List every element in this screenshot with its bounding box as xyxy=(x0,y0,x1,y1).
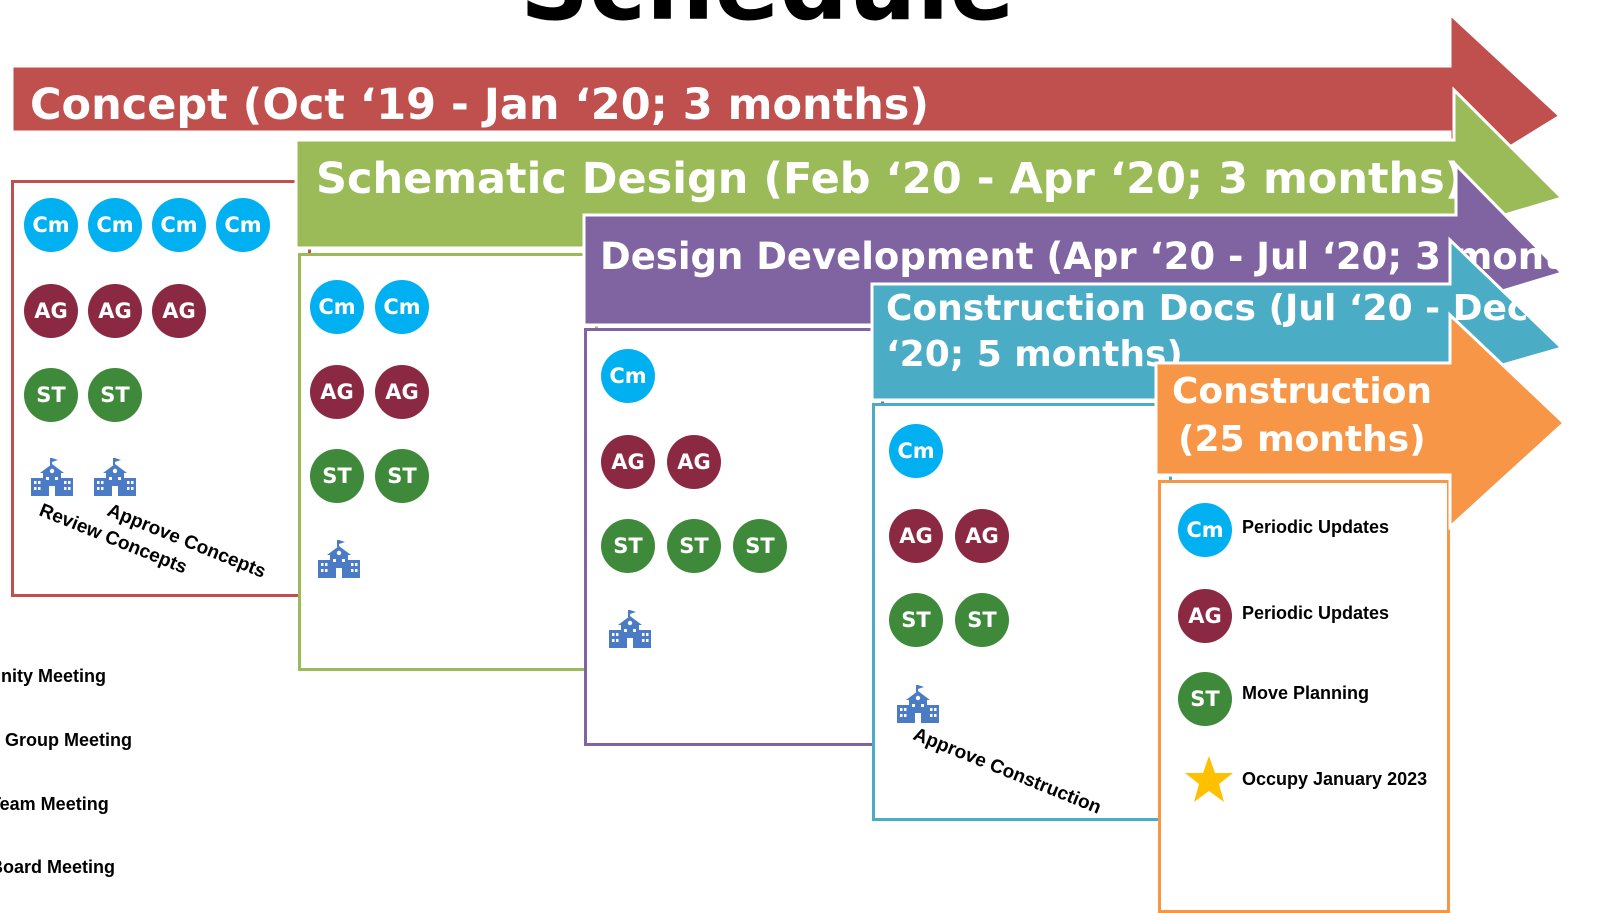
ag-badge: AG xyxy=(889,509,943,563)
st-badge: ST xyxy=(889,593,943,647)
legend-board-meeting: Board Meeting xyxy=(0,857,116,877)
legend-community-meeting: unity Meeting xyxy=(0,666,106,686)
school-icon xyxy=(94,458,136,496)
construction-label-line2: (25 months) xyxy=(1178,419,1426,460)
star-icon xyxy=(1185,756,1233,802)
st-badge: ST xyxy=(1178,672,1232,726)
ag-badge: AG xyxy=(375,365,429,419)
st-badge: ST xyxy=(24,368,78,422)
ag-badge: AG xyxy=(601,435,655,489)
st-badge: ST xyxy=(375,449,429,503)
key-cm-text: Periodic Updates xyxy=(1242,517,1390,537)
key-ag-text: Periodic Updates xyxy=(1242,603,1390,623)
ag-badge: AG xyxy=(667,435,721,489)
cm-badge: Cm xyxy=(310,280,364,334)
school-icon xyxy=(31,458,73,496)
construction-docs-label-line1: Construction Docs (Jul ‘20 - Dec xyxy=(886,288,1529,329)
school-icon xyxy=(897,685,939,723)
key-star-text: Occupy January 2023 xyxy=(1242,769,1428,789)
st-badge: ST xyxy=(955,593,1009,647)
cm-badge: Cm xyxy=(889,424,943,478)
ag-badge: AG xyxy=(152,284,206,338)
ag-badge: AG xyxy=(310,365,364,419)
st-badge: ST xyxy=(88,368,142,422)
key-st-text: Move Planning xyxy=(1242,683,1370,703)
cm-badge: Cm xyxy=(152,198,206,252)
legend-advisory-group-meeting: y Group Meeting xyxy=(0,730,133,750)
ag-badge: AG xyxy=(955,509,1009,563)
cm-badge: Cm xyxy=(1178,503,1232,557)
st-badge: ST xyxy=(310,449,364,503)
school-icon xyxy=(318,540,360,578)
construction-docs-label-line2: ‘20; 5 months) xyxy=(886,334,1183,375)
legend-team-meeting: Team Meeting xyxy=(0,794,109,814)
ag-badge: AG xyxy=(88,284,142,338)
page-title: Schedule xyxy=(520,0,1080,34)
st-badge: ST xyxy=(733,519,787,573)
cm-badge: Cm xyxy=(216,198,270,252)
cm-badge: Cm xyxy=(88,198,142,252)
schematic-label: Schematic Design (Feb ‘20 - Apr ‘20; 3 m… xyxy=(316,154,1465,204)
ag-badge: AG xyxy=(1178,589,1232,643)
st-badge: ST xyxy=(667,519,721,573)
cm-badge: Cm xyxy=(24,198,78,252)
ag-badge: AG xyxy=(24,284,78,338)
st-badge: ST xyxy=(601,519,655,573)
cm-badge: Cm xyxy=(601,349,655,403)
school-icon xyxy=(609,610,651,648)
construction-label-line1: Construction xyxy=(1172,371,1433,412)
cm-badge: Cm xyxy=(375,280,429,334)
design-development-label: Design Development (Apr ‘20 - Jul ‘20; 3… xyxy=(600,235,1600,278)
concept-label: Concept (Oct ‘19 - Jan ‘20; 3 months) xyxy=(30,80,930,130)
